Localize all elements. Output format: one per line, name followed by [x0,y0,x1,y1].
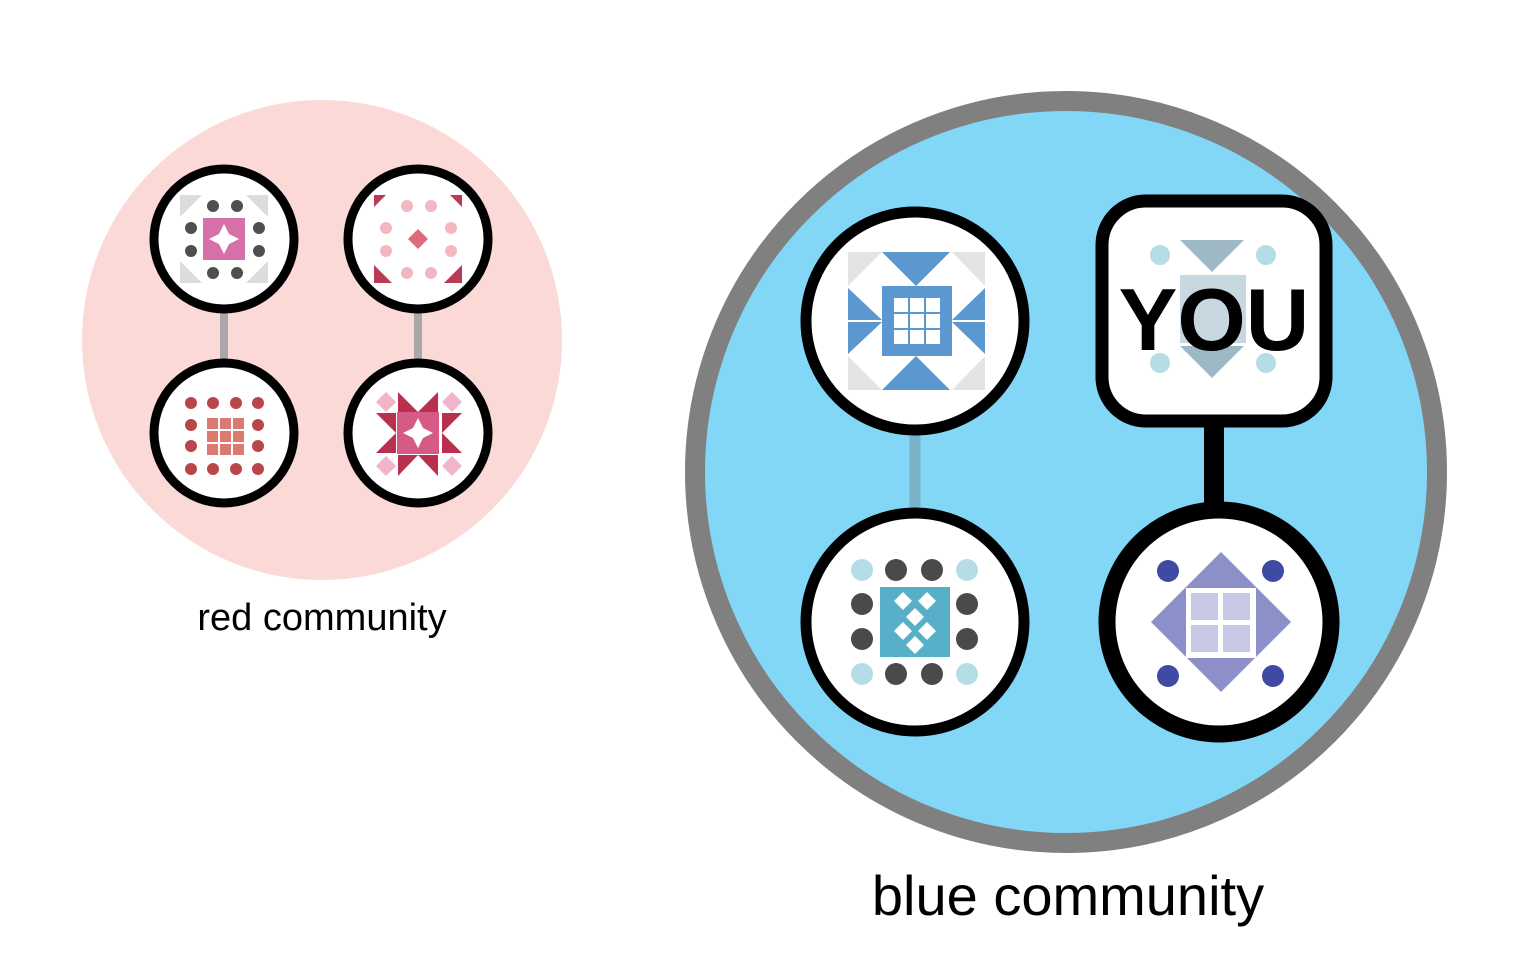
quilt-block-grey-pink-star [149,164,299,314]
quilt-block-red-dots-grid [149,358,299,508]
quilt-block-you: YOU [1095,194,1333,428]
quilt-block-dotted-diamond [343,164,493,314]
blue-community-label: blue community [872,864,1264,927]
quilt-block-teal-diamonds [800,507,1030,737]
quilt-block-blue-pinwheel [800,206,1030,436]
red-community: red community [82,100,562,639]
quilt-block-magenta-star [343,358,493,508]
quilt-block-purple-diamond [1098,501,1340,743]
blue-community: YOU [685,91,1447,927]
red-community-circle [82,100,562,580]
red-community-label: red community [197,597,446,639]
you-label: YOU [1119,270,1310,369]
blue-community-circle [685,91,1447,853]
